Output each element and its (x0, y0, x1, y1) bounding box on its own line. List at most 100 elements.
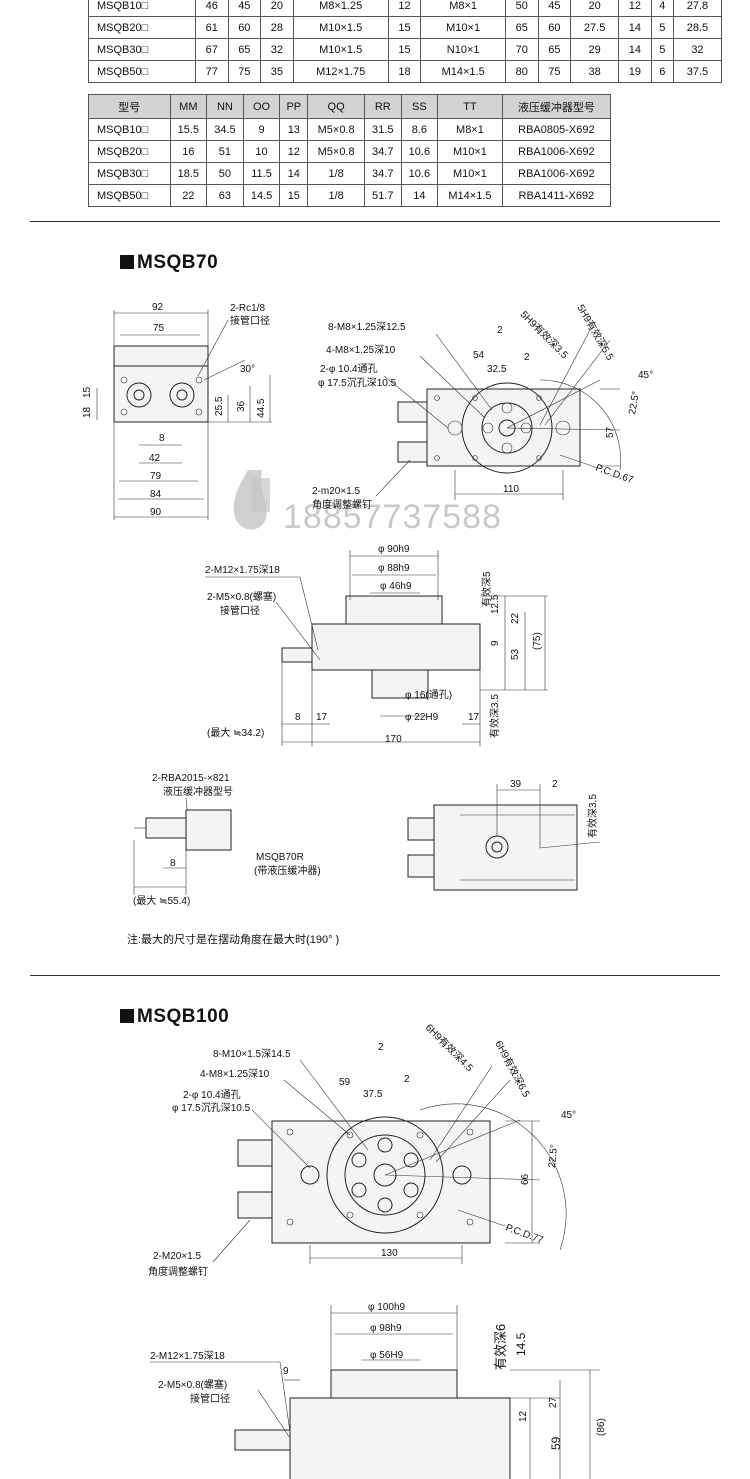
svg-text:φ 98h9: φ 98h9 (370, 1323, 402, 1334)
svg-text:45°: 45° (561, 1110, 576, 1121)
svg-text:130: 130 (381, 1248, 398, 1259)
svg-text:4-M8×1.25深10: 4-M8×1.25深10 (326, 344, 396, 356)
svg-text:53: 53 (510, 648, 521, 660)
svg-text:17: 17 (316, 712, 328, 723)
section-heading-msqb100: MSQB100 (120, 1006, 229, 1028)
svg-text:8: 8 (159, 433, 165, 444)
table-cell: M14×1.5 (437, 184, 503, 207)
svg-text:(86): (86) (596, 1418, 607, 1436)
svg-text:84: 84 (150, 489, 162, 500)
svg-text:(带液压缓冲器): (带液压缓冲器) (254, 864, 321, 877)
svg-text:54: 54 (473, 350, 485, 361)
column-header: QQ (307, 94, 365, 119)
svg-text:2-M5×0.8(螺塞): 2-M5×0.8(螺塞) (207, 590, 276, 603)
table-cell: 32 (260, 38, 294, 61)
svg-text:6H9有效深4.5: 6H9有效深4.5 (423, 1021, 477, 1075)
svg-text:59: 59 (339, 1077, 351, 1088)
svg-text:59: 59 (549, 1436, 563, 1450)
svg-text:(75): (75) (532, 632, 543, 650)
msqb70-top-view: 8-M8×1.25深12.5 4-M8×1.25深10 2-φ 10.4通孔 φ… (312, 302, 653, 511)
svg-text:110: 110 (503, 484, 519, 495)
msqb70-front-view: φ 90h9 φ 88h9 φ 46h9 2-M12×1.75深18 2-M5×… (205, 544, 548, 746)
table-cell: 6 (650, 60, 674, 83)
svg-text:57: 57 (605, 426, 616, 438)
watermark-text: 18857737588 (283, 498, 502, 536)
svg-text:25.5: 25.5 (214, 396, 225, 416)
msqb70r-damper-views: 2-RBA2015-×821 液压缓冲器型号 8 (最大 ≒55.4) MSQB… (133, 773, 601, 907)
svg-text:36: 36 (236, 400, 247, 412)
model-cell: MSQB50□ (88, 60, 196, 83)
section-divider (30, 975, 720, 976)
table-cell: 67 (195, 38, 229, 61)
svg-text:有效深3.5: 有效深3.5 (488, 694, 501, 738)
svg-text:45°: 45° (638, 370, 653, 381)
svg-text:2-M12×1.75深18: 2-M12×1.75深18 (205, 564, 280, 576)
svg-text:φ 90h9: φ 90h9 (378, 544, 410, 555)
svg-text:66: 66 (520, 1173, 531, 1185)
svg-text:4-M8×1.25深10: 4-M8×1.25深10 (200, 1068, 270, 1080)
msqb70-side-view: 92 75 84 90 79 42 8 18 15 25.5 36 44.5 2… (82, 302, 272, 520)
model-cell: MSQB30□ (88, 162, 171, 185)
table-cell: 13 (279, 118, 309, 141)
table-cell: 18 (387, 60, 422, 83)
svg-text:2-m20×1.5: 2-m20×1.5 (312, 486, 361, 497)
svg-text:17: 17 (468, 712, 480, 723)
svg-text:接管口径: 接管口径 (230, 314, 270, 327)
model-cell: MSQB50□ (88, 184, 171, 207)
msqb100-front-view: φ 100h9 φ 98h9 φ 56H9 2-M12×1.75深18 2-M5… (150, 1302, 607, 1479)
svg-text:2-M20×1.5: 2-M20×1.5 (153, 1251, 202, 1262)
table-cell: 77 (195, 60, 229, 83)
svg-text:92: 92 (152, 302, 164, 313)
svg-text:2: 2 (378, 1042, 384, 1053)
section-divider (30, 221, 720, 222)
table-cell: 28.5 (672, 16, 723, 39)
table-cell: M5×0.8 (307, 140, 365, 163)
svg-text:8: 8 (170, 858, 176, 869)
table-cell: 15 (279, 184, 309, 207)
svg-text:30°: 30° (240, 364, 255, 375)
svg-text:接管口径: 接管口径 (220, 604, 260, 617)
svg-text:44.5: 44.5 (256, 398, 267, 418)
table-cell: RBA0805-X692 (501, 118, 612, 141)
column-header: NN (206, 94, 244, 119)
table-cell: M10×1 (420, 16, 507, 39)
svg-text:(最大 ≒55.4): (最大 ≒55.4) (133, 894, 190, 907)
svg-text:(最大 ≒34.2): (最大 ≒34.2) (207, 726, 264, 739)
svg-text:φ 22H9: φ 22H9 (405, 712, 439, 723)
svg-text:22.5°: 22.5° (627, 390, 642, 415)
svg-text:6H9有效深6.5: 6H9有效深6.5 (492, 1038, 533, 1099)
svg-text:2-φ 10.4通孔: 2-φ 10.4通孔 (183, 1089, 241, 1101)
table-cell: RBA1411-X692 (501, 184, 612, 207)
column-header: RR (363, 94, 402, 119)
svg-text:有效深3.5: 有效深3.5 (586, 794, 599, 838)
table-cell: 35 (260, 60, 294, 83)
svg-text:9: 9 (283, 1366, 289, 1377)
svg-text:φ 17.5沉孔深10.5: φ 17.5沉孔深10.5 (172, 1101, 251, 1114)
svg-text:42: 42 (149, 453, 161, 464)
svg-text:9: 9 (490, 640, 501, 646)
svg-text:8: 8 (295, 712, 301, 723)
table-cell: 1/8 (307, 184, 365, 207)
svg-text:2-M12×1.75深18: 2-M12×1.75深18 (150, 1350, 225, 1362)
svg-text:2: 2 (524, 352, 530, 363)
svg-text:φ 46h9: φ 46h9 (380, 581, 412, 592)
table-cell: M10×1.5 (292, 38, 389, 61)
svg-text:18: 18 (82, 406, 93, 418)
column-header: 液压缓冲器型号 (501, 94, 612, 119)
svg-text:接管口径: 接管口径 (190, 1392, 230, 1405)
table-cell: 37.5 (672, 60, 723, 83)
svg-text:2: 2 (497, 325, 503, 336)
table-cell: N10×1 (420, 38, 507, 61)
svg-text:15: 15 (82, 386, 93, 398)
svg-text:2-M5×0.8(螺塞): 2-M5×0.8(螺塞) (158, 1378, 227, 1391)
svg-text:φ 56H9: φ 56H9 (370, 1350, 404, 1361)
footnote: 注:最大的尺寸是在摆动角度在最大时(190° ) (127, 934, 340, 946)
table-cell: 63 (206, 184, 244, 207)
